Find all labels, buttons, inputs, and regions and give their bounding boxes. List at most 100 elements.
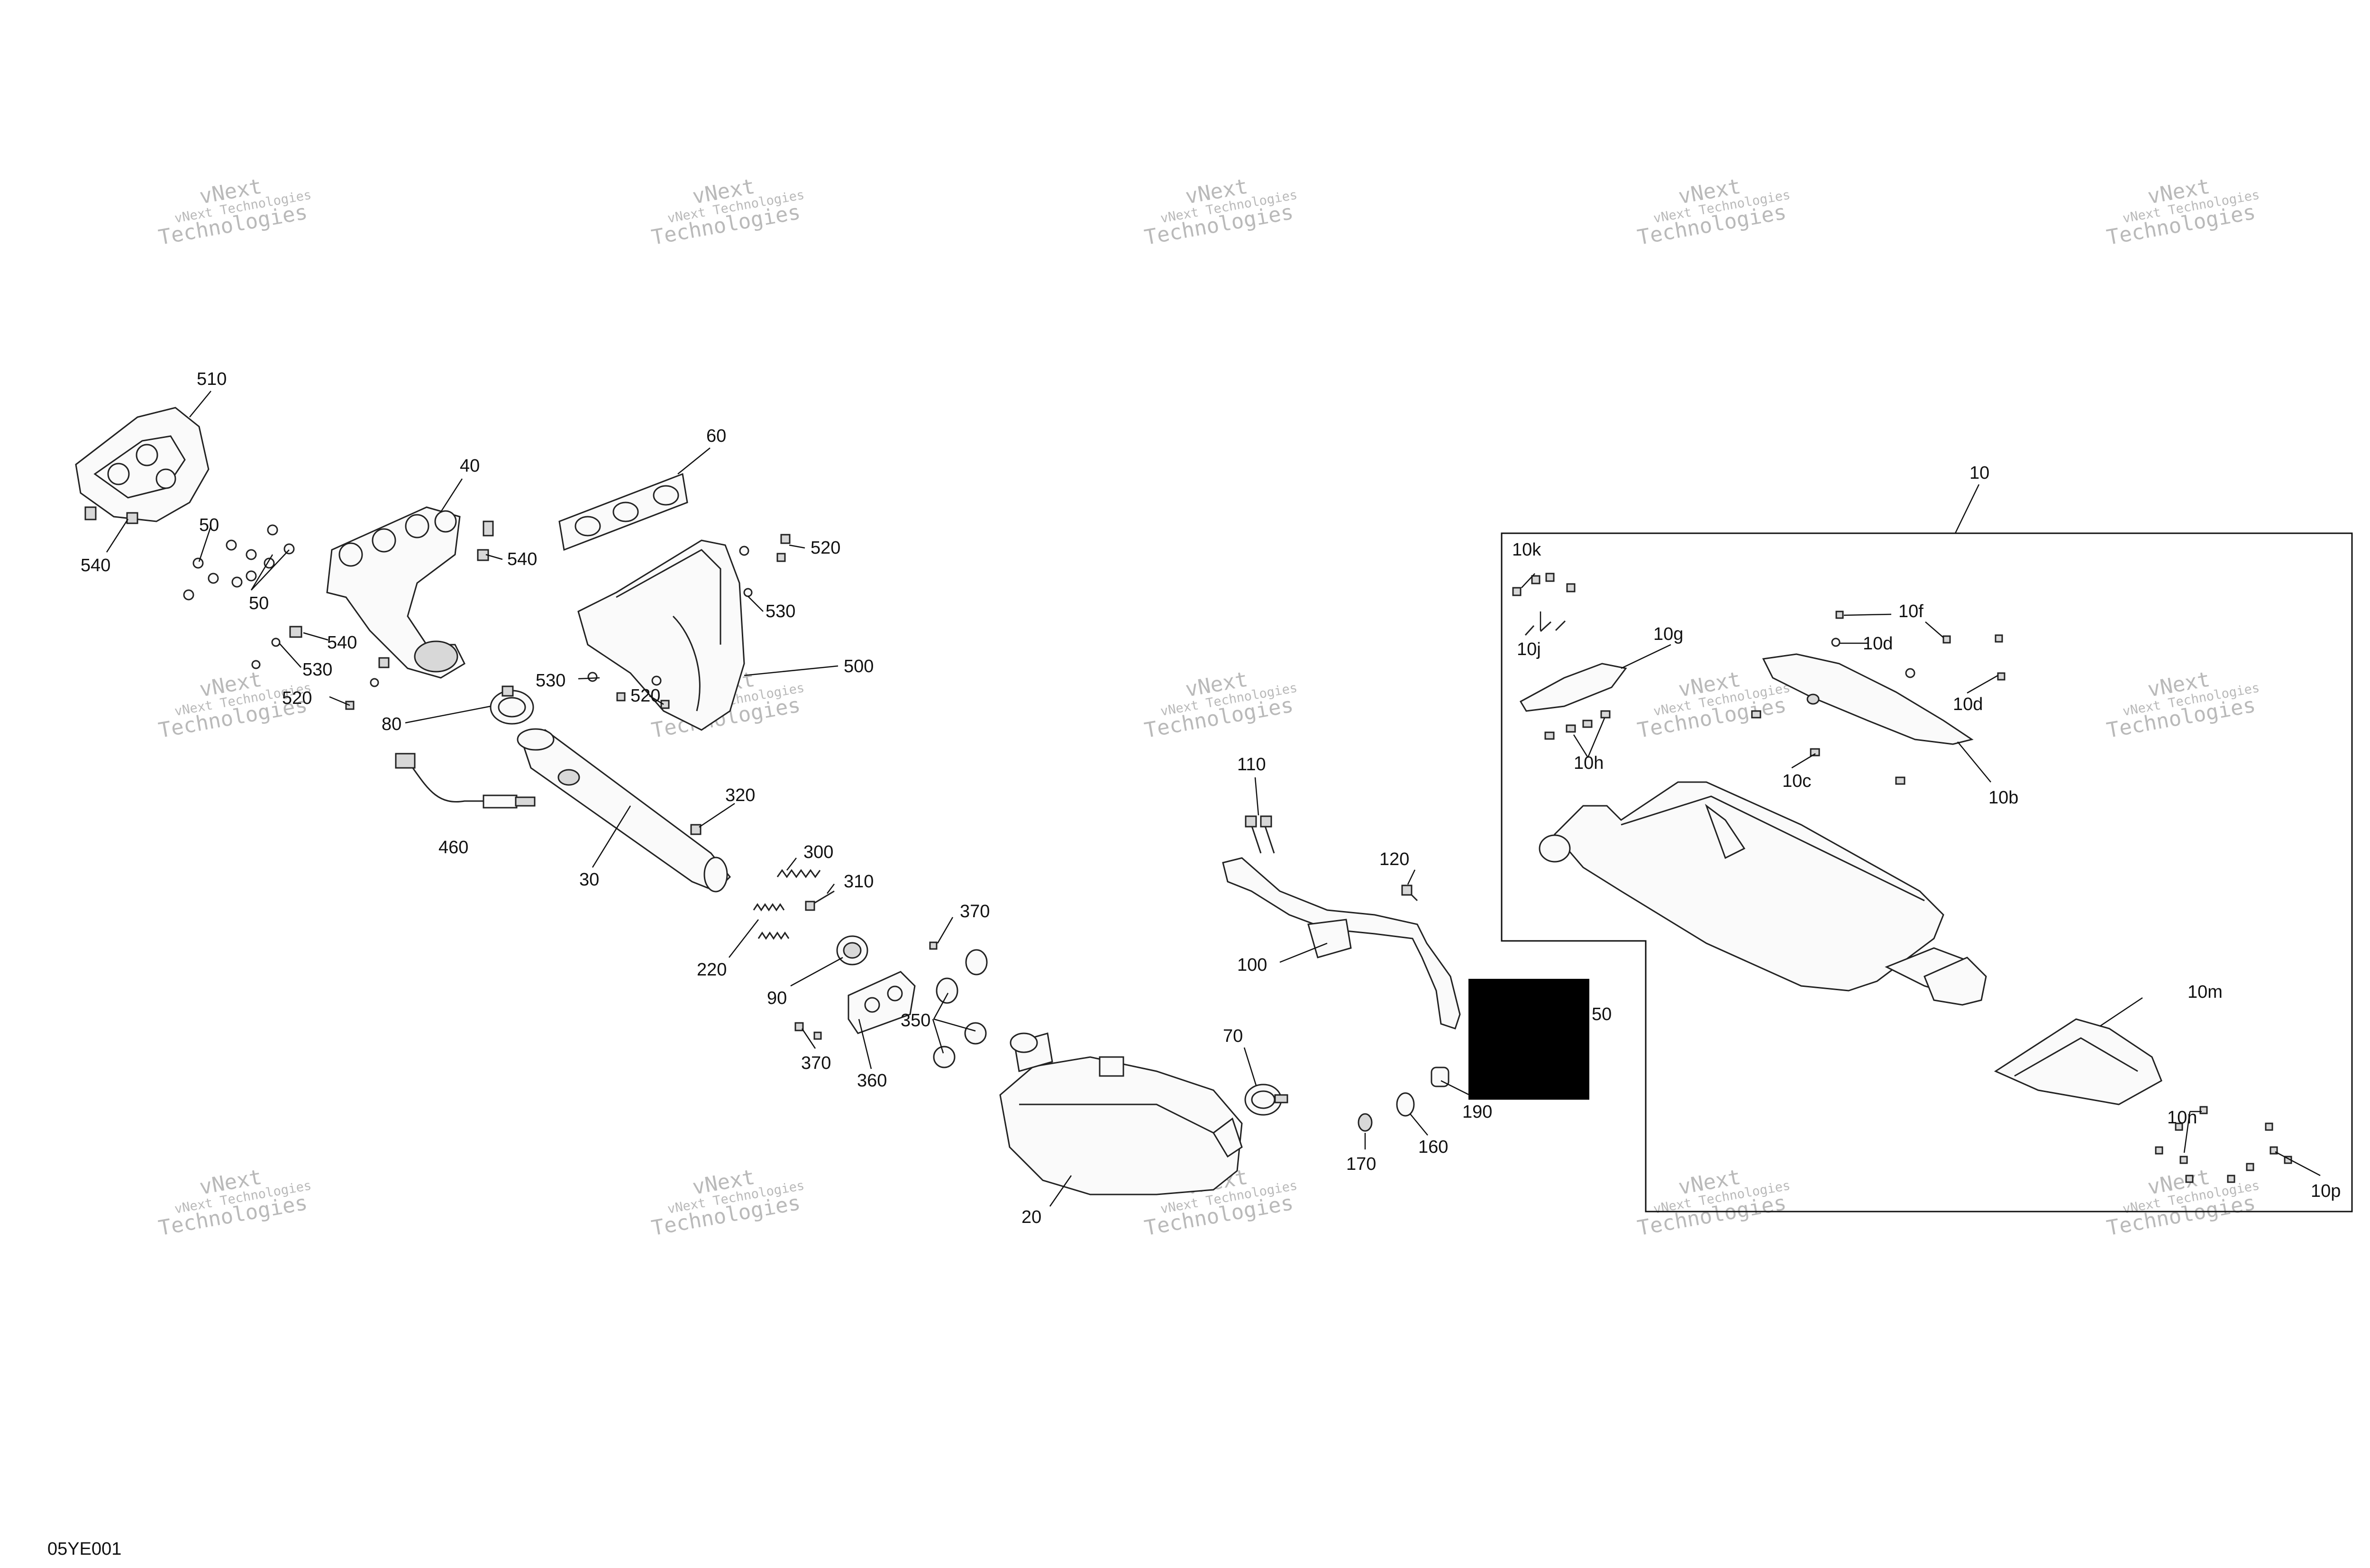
bolt-310 (805, 890, 835, 911)
callout-350: 350 (901, 1011, 930, 1030)
callout-10j: 10j (1517, 639, 1541, 659)
callout-220: 220 (697, 960, 727, 980)
fasteners-10f-10d (1831, 611, 2005, 681)
watermark: vNext vNext Technologies Technologies (1636, 1165, 1792, 1241)
callout-460: 460 (438, 838, 468, 857)
screws-10n-10p (2155, 1106, 2292, 1183)
spacer-190 (1431, 1067, 1449, 1087)
callout-310: 310 (844, 872, 874, 892)
callout-520-upper: 520 (811, 538, 840, 558)
bolt-120 (1401, 884, 1418, 902)
bracket-100 (1222, 857, 1461, 1030)
spring-300 (776, 869, 821, 878)
redaction-box (1468, 979, 1589, 1100)
fasteners-left-540-530-520 (251, 626, 390, 710)
screws-370 (794, 941, 938, 1040)
clips-10c (1751, 710, 1905, 785)
screws-10k (1512, 573, 1576, 596)
callout-10c: 10c (1782, 771, 1811, 791)
watermark: vNext vNext Technologies Technologies (157, 174, 313, 250)
callout-530-left: 530 (302, 660, 332, 680)
grommets-350 (933, 949, 988, 1068)
callout-10g: 10g (1653, 624, 1683, 644)
callout-110: 110 (1237, 755, 1266, 775)
callout-50-lower: 50 (249, 593, 269, 613)
watermark: vNext vNext Technologies Technologies (1636, 174, 1792, 250)
callout-10h: 10h (1574, 753, 1604, 773)
watermark: vNext vNext Technologies Technologies (157, 1165, 313, 1241)
oxygen-sensor-460 (395, 753, 536, 809)
callout-120: 120 (1379, 849, 1409, 869)
callout-50-redacted: 50 (1592, 1004, 1612, 1024)
fasteners-520-530 (587, 534, 791, 709)
callout-10d-left: 10d (1863, 634, 1893, 654)
callout-300: 300 (803, 842, 833, 862)
callout-40: 40 (460, 456, 480, 476)
stud-540-manifold (477, 520, 494, 561)
callout-170: 170 (1346, 1154, 1376, 1174)
callout-90: 90 (767, 988, 787, 1008)
callout-60: 60 (706, 426, 726, 446)
callout-530-shield: 530 (536, 671, 565, 691)
watermark: vNext vNext Technologies Technologies (650, 174, 806, 250)
muffler-20 (999, 1032, 1243, 1195)
callout-500: 500 (844, 656, 874, 676)
heat-shield-10b (1762, 653, 1974, 745)
callout-520-shield: 520 (630, 686, 660, 706)
exhaust-manifold-40 (326, 506, 465, 679)
callout-20: 20 (1021, 1207, 1041, 1227)
callout-540-manifold: 540 (507, 549, 537, 569)
kit-10-leader (1954, 484, 1980, 534)
drawing-code: 05YE001 (47, 1539, 121, 1559)
nut-320 (690, 824, 702, 835)
callout-10p: 10p (2311, 1181, 2341, 1201)
silencer-10 (1539, 781, 1987, 1006)
callout-160: 160 (1418, 1137, 1448, 1157)
callout-10m: 10m (2188, 982, 2223, 1002)
watermark: vNext vNext Technologies Technologies (2105, 174, 2261, 250)
heat-shield-500 (577, 539, 745, 731)
callout-50-upper: 50 (199, 515, 219, 535)
nut-170 (1358, 1113, 1373, 1132)
washers-50 (183, 524, 295, 601)
watermark: vNext vNext Technologies Technologies (1143, 174, 1299, 250)
callout-10: 10 (1969, 463, 1989, 483)
callout-360: 360 (857, 1071, 887, 1091)
callout-370-lower: 370 (801, 1053, 831, 1073)
watermark: vNext vNext Technologies Technologies (2105, 1165, 2261, 1241)
leader-lines (106, 391, 2321, 1207)
callout-10n: 10n (2167, 1108, 2197, 1128)
end-cap-10m (1994, 1018, 2162, 1105)
gasket-60 (558, 473, 688, 551)
washer-160 (1396, 1092, 1415, 1117)
bracket-10g (1519, 663, 1627, 712)
nut-540 (84, 506, 138, 524)
callout-530-upper: 530 (766, 602, 795, 621)
callout-540-left: 540 (327, 633, 357, 653)
bracket-360 (848, 971, 916, 1034)
callout-10d-right: 10d (1953, 694, 1983, 714)
clamp-80 (490, 685, 534, 725)
callout-10f: 10f (1898, 602, 1923, 621)
watermarks: vNext vNext Technologies Technologies vN… (157, 174, 2261, 1241)
callout-100: 100 (1237, 955, 1267, 975)
watermark: vNext vNext Technologies Technologies (650, 1165, 806, 1241)
watermark: vNext vNext Technologies Technologies (1143, 667, 1299, 743)
clamp-70 (1244, 1084, 1288, 1116)
callout-320: 320 (725, 785, 755, 805)
callout-10b: 10b (1988, 788, 2018, 808)
heat-shield-510 (75, 407, 210, 522)
watermark: vNext vNext Technologies Technologies (2105, 667, 2261, 743)
bolts-10j (1524, 620, 1566, 636)
kit-10-frame (1501, 532, 2353, 1212)
bolts-110 (1245, 815, 1275, 854)
callout-520-left: 520 (282, 688, 312, 708)
springs-220 (753, 903, 790, 940)
callout-370-upper: 370 (960, 902, 990, 921)
callout-510: 510 (197, 369, 227, 389)
exhaust-pipe-30 (517, 728, 731, 893)
clips-10h (1544, 710, 1611, 740)
callout-10k: 10k (1512, 540, 1541, 560)
callout-540-shield: 540 (81, 556, 110, 575)
